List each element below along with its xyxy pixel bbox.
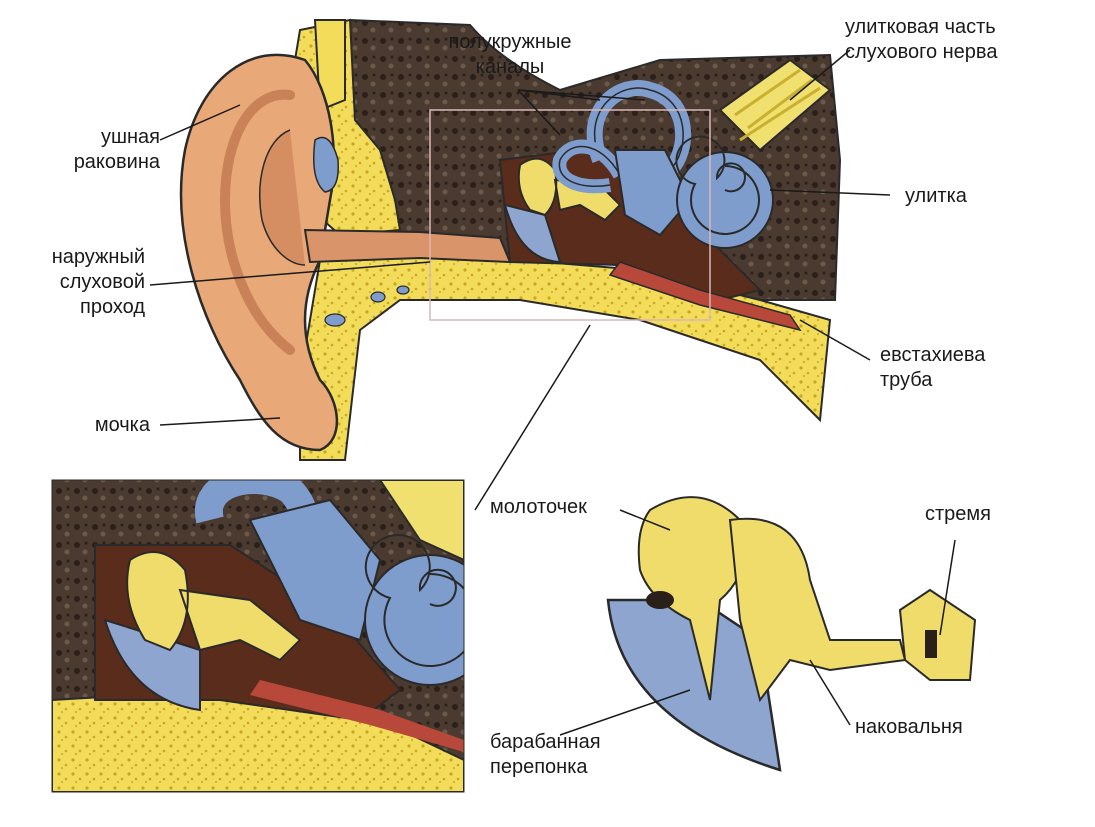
cochlear-nerve-shape [718, 58, 832, 152]
cochlea-shape [675, 135, 774, 249]
bone-cavity [313, 136, 339, 193]
ear-cross-section-illustration [179, 18, 842, 461]
auricle-shape [179, 53, 339, 452]
label-earlobe: мочка [94, 414, 150, 436]
zoom-frame [51, 479, 465, 793]
auricle-inner [259, 129, 306, 266]
auricle-fold [219, 89, 295, 355]
stapes-detail [898, 588, 977, 681]
air-cells [324, 285, 410, 327]
incus-detail [728, 517, 907, 703]
malleus-detail [637, 496, 746, 701]
eardrum-detail [606, 598, 782, 772]
skull-bone-lower [299, 253, 832, 461]
middle-ear-zoom-illustration [52, 480, 464, 792]
label-incus: наковальня [855, 716, 963, 738]
leader-lines [149, 49, 956, 736]
vestibule-shape [613, 149, 692, 237]
label-cochlea: улитка [905, 185, 967, 207]
eardrum-shape [503, 203, 562, 264]
eustachian-tube-shape [608, 261, 802, 332]
zoom-region-box [429, 109, 711, 321]
label-malleus: молоточек [490, 496, 587, 518]
label-stapes: стремя [925, 503, 991, 525]
ossicles-illustration [606, 496, 977, 772]
